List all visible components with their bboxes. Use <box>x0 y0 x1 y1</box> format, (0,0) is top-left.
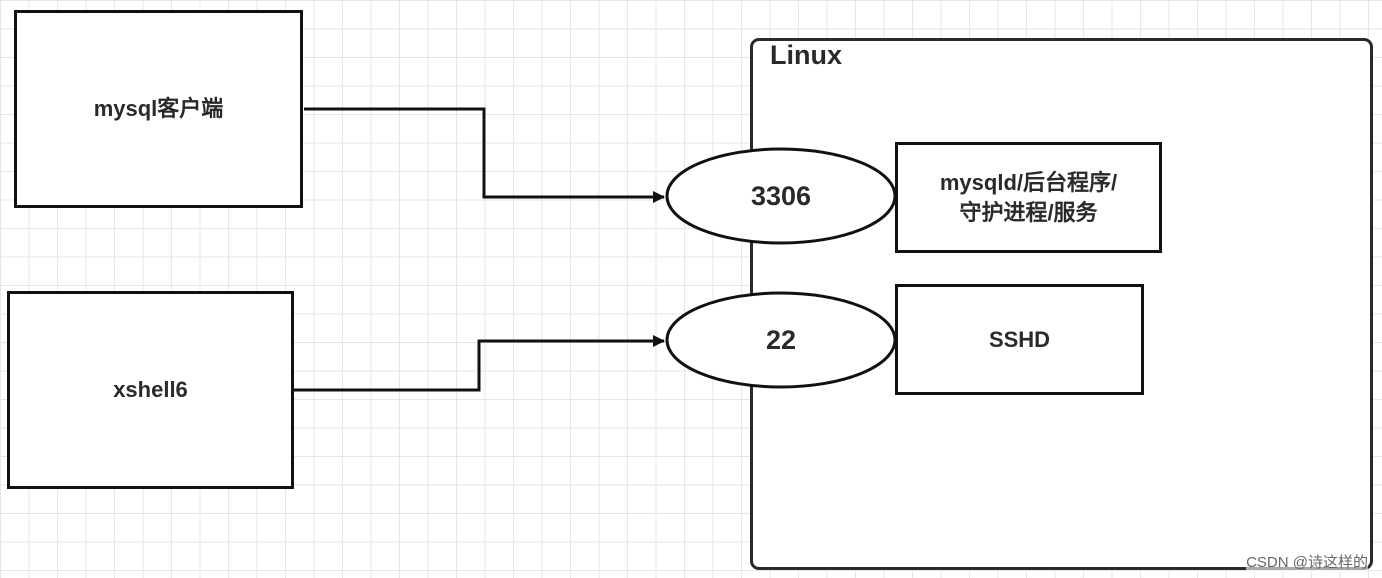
mysqld-service-box: mysqld/后台程序/ 守护进程/服务 <box>895 142 1162 253</box>
linux-title: Linux <box>770 40 842 70</box>
watermark: CSDN @诗这样的 <box>1246 551 1368 572</box>
port-22-label: 22 <box>765 324 797 355</box>
sshd-box: SSHD <box>895 284 1144 395</box>
xshell-label: xshell6 <box>113 377 188 403</box>
mysql-client-label: mysql客户端 <box>93 96 224 122</box>
connector-client-to-3306 <box>304 107 665 203</box>
mysqld-service-label: mysqld/后台程序/ 守护进程/服务 <box>940 168 1117 227</box>
port-3306-label: 3306 <box>750 180 812 211</box>
mysqld-service-line-1: mysqld/后台程序/ <box>939 169 1118 195</box>
mysql-client-box: mysql客户端 <box>14 10 303 208</box>
xshell-box: xshell6 <box>7 291 294 489</box>
connector-xshell-to-22 <box>294 335 665 392</box>
sshd-label: SSHD <box>988 326 1051 352</box>
mysqld-service-line-2: 守护进程/服务 <box>959 199 1098 225</box>
